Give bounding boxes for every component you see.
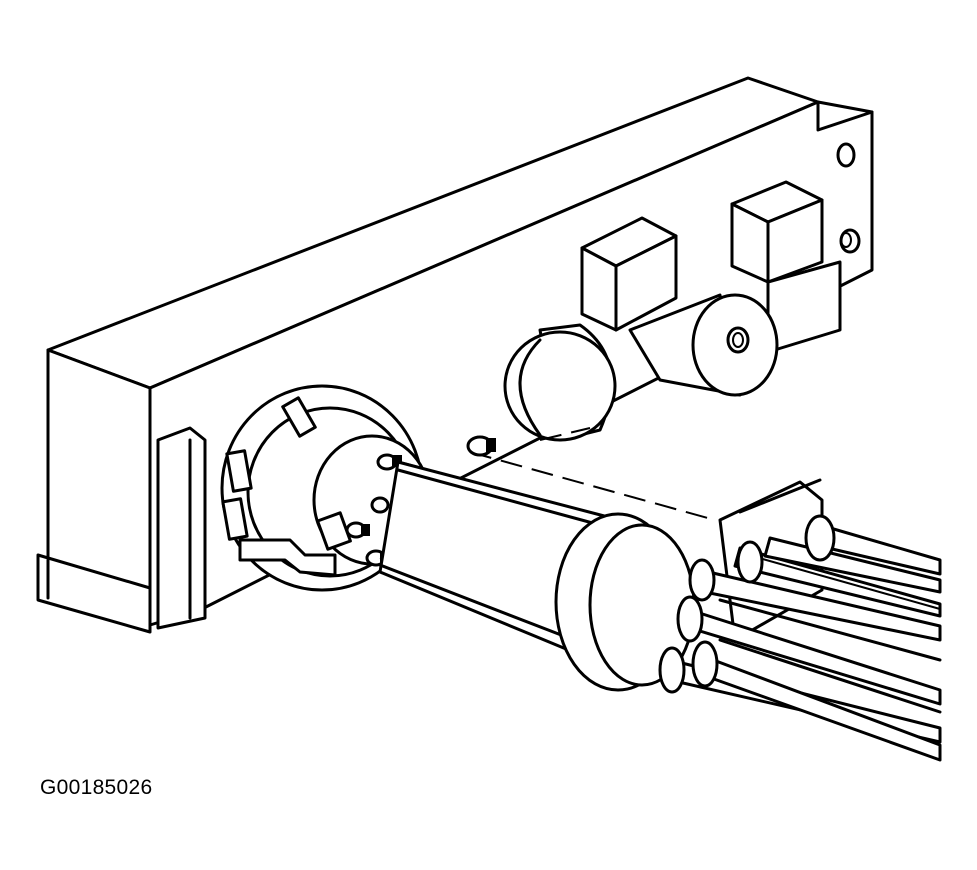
wire	[691, 640, 942, 762]
mount-hole-upper	[836, 142, 856, 168]
figure-id-label: G00185026	[40, 776, 153, 799]
wire	[688, 540, 942, 642]
wire	[676, 595, 942, 706]
wire	[804, 514, 942, 576]
capacitor-cylinder-left	[503, 323, 617, 442]
relay-right	[730, 180, 842, 354]
connector-socket	[220, 384, 432, 592]
terminal-pin	[345, 521, 370, 539]
harness-connector	[378, 460, 824, 692]
housing-end-bracket	[36, 426, 207, 634]
capacitor-cylinder-right	[628, 293, 779, 397]
relay-left	[580, 216, 678, 332]
terminal-pin	[370, 496, 390, 514]
wire-harness	[658, 514, 942, 762]
